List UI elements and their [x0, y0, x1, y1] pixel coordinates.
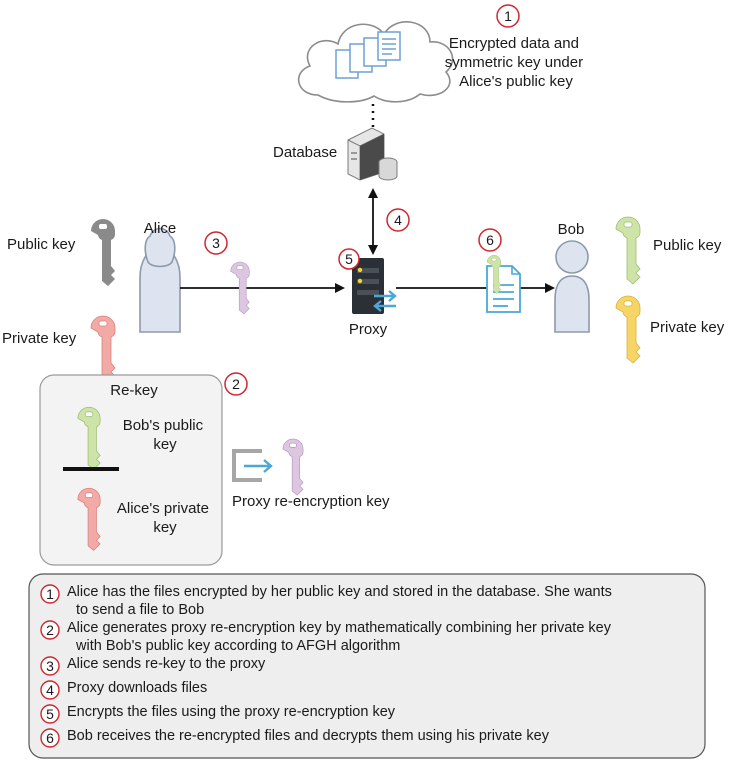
alice-public-key-icon	[91, 219, 115, 286]
legend-text: Bob receives the re-encrypted files and …	[67, 728, 550, 744]
step-1-badge: 1	[496, 4, 520, 28]
bob-private-key-icon	[615, 295, 641, 364]
legend-badge	[40, 680, 60, 700]
legend-badge-number: 1	[46, 586, 54, 602]
cloud-caption: Encrypted data and symmetric key under A…	[445, 35, 588, 90]
step-6-badge: 6	[478, 228, 502, 252]
proxy-server-icon	[352, 258, 384, 314]
step-4-badge: 4	[386, 208, 410, 232]
alice-label: Alice	[144, 220, 177, 237]
export-icon	[232, 449, 273, 482]
svg-text:6: 6	[486, 232, 494, 248]
legend-text: Proxy downloads files	[67, 680, 207, 696]
rekey-title: Re-key	[110, 382, 158, 399]
svg-text:4: 4	[394, 212, 402, 228]
svg-text:5: 5	[345, 251, 353, 267]
legend-badge-number: 5	[46, 706, 54, 722]
legend-badge	[40, 656, 60, 676]
encrypted-file-icon	[486, 265, 521, 313]
legend-badge	[40, 728, 60, 748]
legend-text: Alice sends re-key to the proxy	[67, 656, 266, 672]
alice-private-key-icon	[90, 315, 116, 384]
database-server-icon	[347, 127, 398, 181]
bob-private-key-label: Private key	[650, 319, 725, 336]
proxy-reencryption-key-label: Proxy re-encryption key	[232, 493, 390, 510]
bob-public-key-label: Public key	[653, 237, 722, 254]
svg-text:2: 2	[232, 376, 240, 392]
legend-item: 5 Encrypts the files using the proxy re-e…	[40, 704, 396, 724]
svg-text:1: 1	[504, 8, 512, 24]
legend-panel	[28, 573, 706, 759]
svg-text:3: 3	[212, 235, 220, 251]
legend-badge	[40, 584, 60, 604]
step-2-badge: 2	[224, 372, 248, 396]
legend-text: Alice generates proxy re-encryption key …	[67, 620, 612, 636]
proxy-reencryption-key-icon	[282, 438, 304, 496]
proxy-label: Proxy	[349, 321, 388, 338]
alice-person-icon	[139, 227, 181, 333]
legend-text: to send a file to Bob	[76, 602, 204, 618]
legend: 1 Alice has the files encrypted by her pu…	[40, 584, 612, 748]
legend-text: Alice has the files encrypted by her pub…	[67, 584, 612, 600]
step-3-badge: 3	[204, 231, 228, 255]
legend-badge-number: 3	[46, 658, 54, 674]
legend-badge	[40, 620, 60, 640]
alice-private-key-label: Private key	[2, 330, 77, 347]
legend-badge-number: 6	[46, 730, 54, 746]
sync-arrows-icon	[373, 290, 397, 312]
legend-item: 3 Alice sends re-key to the proxy	[40, 656, 266, 676]
database-label: Database	[273, 144, 337, 161]
rekey-alice-private-key-label: Alice's private key	[117, 500, 213, 536]
legend-item: 2 Alice generates proxy re-encryption key…	[40, 620, 612, 654]
alice-public-key-label: Public key	[7, 236, 76, 253]
bob-person-icon	[554, 240, 590, 333]
legend-item: 4 Proxy downloads files	[40, 680, 207, 700]
step-5-badge: 5	[338, 248, 360, 270]
bob-public-key-icon	[615, 216, 641, 285]
documents-icon	[335, 31, 401, 79]
legend-text: with Bob's public key according to AFGH …	[75, 638, 400, 654]
legend-text: Encrypts the files using the proxy re-en…	[67, 704, 396, 720]
legend-item: 1 Alice has the files encrypted by her pu…	[40, 584, 612, 618]
legend-badge	[40, 704, 60, 724]
legend-item: 6 Bob receives the re-encrypted files and…	[40, 728, 550, 748]
legend-badge-number: 2	[46, 622, 54, 638]
bob-label: Bob	[558, 221, 585, 238]
rekey-bob-public-key-label: Bob's public key	[123, 417, 208, 453]
legend-badge-number: 4	[46, 682, 54, 698]
